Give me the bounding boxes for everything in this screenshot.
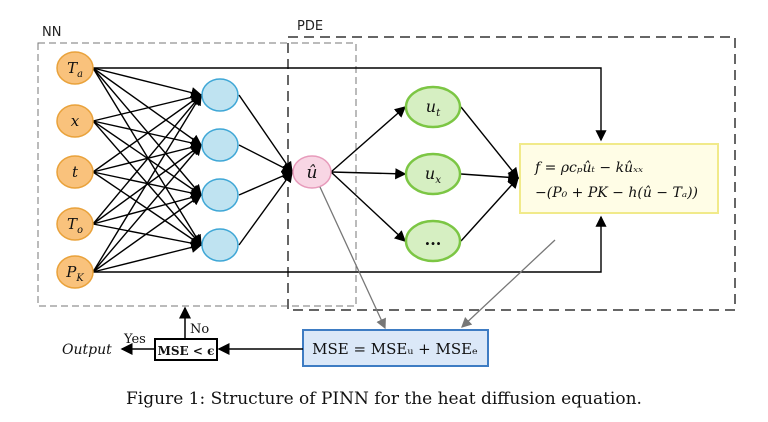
output-label: Output bbox=[62, 342, 112, 358]
residual-line2: −(P₀ + PΚ − h(û − Tₐ)) bbox=[535, 185, 698, 201]
hidden-node-1 bbox=[201, 128, 239, 162]
edge-input-4-hidden-2 bbox=[92, 194, 203, 273]
input-node-3-label: To bbox=[67, 215, 83, 236]
derivative-node-0-label: ut bbox=[426, 97, 441, 119]
residual-line1: f = ρcₚûₜ − kûₓₓ bbox=[534, 160, 643, 176]
mse-text: MSE = MSEᵤ + MSEₑ bbox=[312, 340, 478, 358]
input-node-3 bbox=[56, 207, 94, 241]
input-node-2 bbox=[56, 155, 94, 189]
edge-ta-residual bbox=[93, 67, 607, 142]
edge-input-4-hidden-1 bbox=[92, 143, 202, 273]
residual-to-mse-arrow bbox=[461, 239, 556, 328]
u-hat-node bbox=[292, 155, 332, 189]
input-node-0-label-base: T bbox=[67, 59, 78, 77]
residual-box bbox=[519, 143, 719, 214]
derivative-node-1-label-base: u bbox=[425, 164, 435, 183]
edge-hidden-3-uhat bbox=[238, 170, 293, 246]
input-node-1 bbox=[56, 104, 94, 138]
nn-box bbox=[37, 42, 357, 307]
edge-input-4-hidden-0 bbox=[92, 93, 202, 273]
no-label: No bbox=[190, 322, 209, 337]
edge-uhat-deriv-1 bbox=[330, 168, 407, 180]
edge-pk-residual bbox=[93, 215, 607, 273]
derivative-node-0-label-sub: t bbox=[436, 107, 441, 119]
derivative-node-2 bbox=[404, 219, 462, 263]
edge-input-0-hidden-0 bbox=[92, 67, 203, 99]
edge-hidden-1-uhat bbox=[238, 144, 294, 173]
input-node-4-label: PK bbox=[65, 263, 84, 284]
hidden-node-0 bbox=[201, 78, 239, 112]
input-node-4 bbox=[56, 255, 94, 289]
derivative-node-0-label-base: u bbox=[426, 97, 436, 116]
figure-caption: Figure 1: Structure of PINN for the heat… bbox=[126, 389, 642, 409]
edge-hidden-0-uhat bbox=[238, 94, 293, 174]
derivative-node-2-label: ... bbox=[425, 230, 442, 249]
uhat-to-mse-arrow bbox=[319, 186, 386, 330]
decision-text: MSE < ϵ bbox=[158, 344, 215, 358]
edge-input-0-hidden-2 bbox=[92, 67, 202, 197]
edge-input-0-hidden-3 bbox=[92, 67, 202, 247]
input-node-4-label-base: P bbox=[65, 263, 77, 281]
edge-deriv-2-residual bbox=[460, 176, 519, 242]
input-node-3-label-base: T bbox=[67, 215, 78, 233]
edge-input-4-hidden-3 bbox=[92, 241, 203, 273]
edge-deriv-0-residual bbox=[460, 106, 519, 180]
yes-label: Yes bbox=[123, 332, 146, 347]
input-node-1-label: x bbox=[71, 112, 80, 130]
edge-deriv-1-residual bbox=[460, 171, 520, 183]
pde-label: PDE bbox=[297, 19, 323, 34]
edge-input-2-hidden-0 bbox=[92, 94, 203, 173]
hidden-node-2 bbox=[201, 178, 239, 212]
derivative-node-1-label: ux bbox=[425, 164, 441, 186]
input-node-2-label-base: t bbox=[72, 163, 79, 181]
nn-label: NN bbox=[42, 25, 61, 40]
derivative-node-1-label-sub: x bbox=[435, 174, 441, 186]
edge-uhat-deriv-0 bbox=[330, 106, 407, 173]
edge-input-3-hidden-0 bbox=[92, 93, 202, 225]
edge-input-1-hidden-0 bbox=[92, 91, 203, 122]
derivative-node-0 bbox=[404, 85, 462, 129]
input-node-1-label-base: x bbox=[71, 112, 80, 130]
input-node-0-label-sub: a bbox=[77, 69, 83, 80]
u-hat-label: û bbox=[307, 163, 318, 183]
edge-uhat-deriv-2 bbox=[330, 171, 407, 242]
input-node-2-label: t bbox=[72, 163, 79, 181]
mse-box bbox=[302, 329, 489, 367]
input-node-0-label: Ta bbox=[67, 59, 83, 80]
edge-input-0-hidden-1 bbox=[92, 67, 203, 146]
edge-input-3-hidden-3 bbox=[92, 223, 203, 249]
input-node-0 bbox=[56, 51, 94, 85]
input-node-3-label-sub: o bbox=[77, 225, 83, 236]
input-node-4-label-sub: K bbox=[75, 273, 84, 284]
hidden-node-3 bbox=[201, 228, 239, 262]
derivative-node-1 bbox=[404, 152, 462, 196]
